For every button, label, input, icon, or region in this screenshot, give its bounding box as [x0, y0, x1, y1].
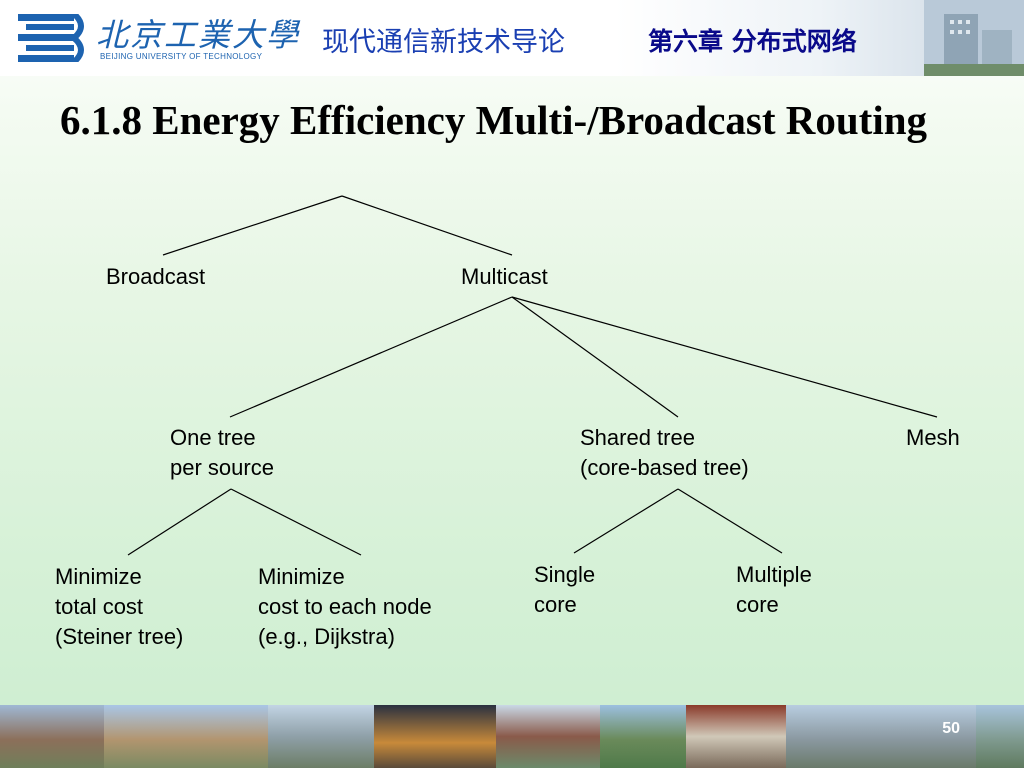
edge-multicast-mesh — [511, 296, 938, 418]
node-mesh-label: Mesh — [906, 425, 960, 450]
node-line: Minimize — [55, 564, 142, 589]
university-name-en: BEIJING UNIVERSITY OF TECHNOLOGY — [100, 52, 263, 61]
campus-photo-icon — [976, 705, 1024, 768]
node-mesh: Mesh — [906, 423, 960, 453]
node-line: Multiple — [736, 562, 812, 587]
garden-photo-icon — [600, 705, 686, 768]
node-line: cost to each node — [258, 594, 432, 619]
footer-photo-strip — [0, 705, 1024, 768]
node-line: per source — [170, 455, 274, 480]
node-shared-tree: Shared tree (core-based tree) — [580, 423, 749, 483]
building-photo-icon — [924, 0, 1024, 76]
edge-shared-single — [573, 488, 679, 554]
edge-multicast-onetree — [229, 296, 513, 418]
night-photo-icon — [374, 705, 496, 768]
node-multicast-label: Multicast — [461, 264, 548, 289]
routing-taxonomy-diagram — [127, 195, 938, 556]
node-line: Minimize — [258, 564, 345, 589]
building-photo-icon — [686, 705, 786, 768]
node-line: total cost — [55, 594, 144, 619]
campus-photo-icon — [496, 705, 600, 768]
chapter-title: 第六章 分布式网络 — [648, 27, 857, 56]
edge-onetree-each — [230, 488, 362, 556]
page-number: 50 — [942, 720, 960, 737]
campus-photo-icon — [104, 705, 268, 768]
node-line: (e.g., Dijkstra) — [258, 624, 395, 649]
edge-root-broadcast — [162, 195, 343, 256]
campus-photo-icon — [0, 705, 104, 768]
node-line: Shared tree — [580, 425, 695, 450]
slide-title: 6.1.8 Energy Efficiency Multi-/Broadcast… — [60, 97, 928, 143]
node-line: core — [736, 592, 779, 617]
node-line: (Steiner tree) — [55, 624, 184, 649]
node-multiple-core: Multiple core — [736, 560, 812, 620]
slide-header: 北京工業大學 BEIJING UNIVERSITY OF TECHNOLOGY … — [0, 0, 1024, 76]
node-single-core: Single core — [534, 560, 595, 620]
edge-onetree-total — [127, 488, 232, 556]
university-name-cn: 北京工業大學 — [96, 16, 301, 54]
node-minimize-cost-each-node: Minimize cost to each node (e.g., Dijkst… — [258, 562, 432, 652]
university-logo-icon — [18, 14, 84, 62]
node-minimize-total-cost: Minimize total cost (Steiner tree) — [55, 562, 183, 652]
node-multicast: Multicast — [461, 262, 548, 292]
edge-shared-multiple — [677, 488, 783, 554]
course-title: 现代通信新技术导论 — [322, 27, 565, 58]
edge-root-multicast — [341, 195, 513, 256]
node-line: (core-based tree) — [580, 455, 749, 480]
node-line: One tree — [170, 425, 256, 450]
node-line: Single — [534, 562, 596, 587]
node-broadcast-label: Broadcast — [106, 264, 206, 289]
node-one-tree-per-source: One tree per source — [170, 423, 274, 483]
campus-photo-icon — [786, 705, 976, 768]
node-line: core — [534, 592, 577, 617]
edge-multicast-sharedtree — [511, 296, 679, 418]
node-broadcast: Broadcast — [106, 262, 205, 292]
stadium-photo-icon — [268, 705, 374, 768]
